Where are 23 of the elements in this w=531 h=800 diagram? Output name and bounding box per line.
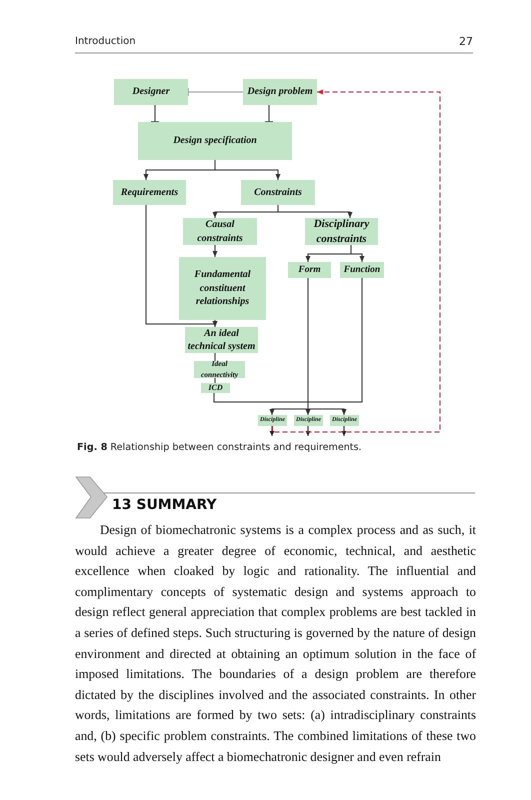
body-paragraph: Design of biomechatronic systems is a complex process and as such, it would achieve a greater degree of economic, technical, and aesthetic excellence when cloaked by logic and rationality. The influential and complimentary concepts of systematic design and systems approach to design reflect general appreciation that complex problems are best tackled in a series of defined steps. Such structuring is governed by the nature of design environment and directed at obtaining an optimum solution in the face of imposed limitations. The boundaries of a design problem are therefore dictated by the disciplines involved and the associated constraints. In other words, limitations are formed by two sets: (a) intradisciplinary constraints and, (b) specific problem constraints. The combined limitations of these two sets would adversely affect a biomechatronic designer and even refrain xyxy=(75,522,476,766)
process-box: Constraints xyxy=(241,180,315,205)
arrow xyxy=(212,244,218,258)
process-box: Disciplinary constraints xyxy=(305,218,378,245)
process-box: An ideal technical system xyxy=(185,327,258,353)
process-box: ICD xyxy=(201,383,230,393)
connector-line xyxy=(264,104,274,123)
dashed-arrow xyxy=(272,90,440,432)
process-box: Fundamental constituent relationships xyxy=(179,257,266,320)
figure-caption: Fig. 8 Relationship between constraints and requirements. xyxy=(77,442,362,453)
arrow xyxy=(350,244,364,262)
connector-line xyxy=(150,104,160,123)
running-header: Introduction xyxy=(75,36,136,47)
process-box: Form xyxy=(288,262,331,278)
process-box: Causal constraints xyxy=(183,218,257,245)
process-box: Designer xyxy=(114,79,188,105)
process-box: Function xyxy=(340,262,384,278)
page-number: 27 xyxy=(459,35,473,48)
arrow xyxy=(212,320,218,328)
process-box: Requirements xyxy=(113,180,186,205)
process-box: Design specification xyxy=(138,122,292,160)
section-heading: 13 SUMMARY xyxy=(112,497,217,513)
process-box: Design problem xyxy=(243,79,317,105)
